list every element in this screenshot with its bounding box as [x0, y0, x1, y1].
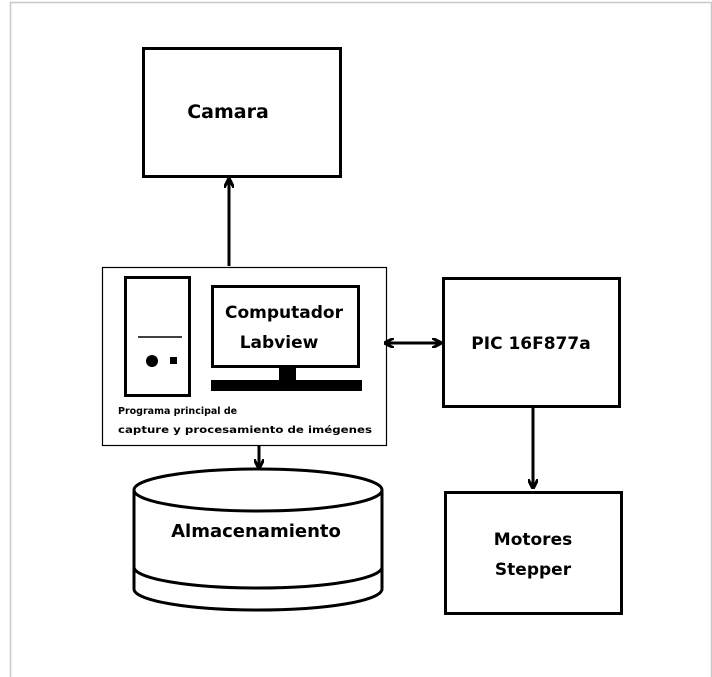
motores-label-line-2: Stepper	[495, 560, 572, 580]
camara-box	[142, 47, 342, 178]
storage-cylinder-top	[132, 467, 384, 513]
monitor-text-line-2: Labview	[240, 333, 319, 353]
motores-label-line-1: Motores	[494, 530, 572, 550]
pic-box	[442, 277, 621, 408]
motores-box	[444, 491, 623, 615]
computer-caption-line-1: Programa principal de	[118, 406, 237, 417]
monitor-icon	[211, 285, 362, 391]
pic-node: PIC 16F877a	[442, 277, 621, 408]
motores-node: Motores Stepper	[444, 491, 623, 615]
computador-node: Computador Labview Programa principal de…	[101, 266, 388, 447]
pc-tower-icon	[124, 276, 191, 397]
pic-label: PIC 16F877a	[471, 334, 590, 354]
camara-node: Camara	[142, 47, 342, 178]
computer-caption-line-2: capture y procesamiento de imégenes	[118, 425, 372, 436]
almacenamiento-node: Almacenamiento	[132, 467, 384, 612]
camara-label: Camara	[187, 101, 269, 123]
almacenamiento-label: Almacenamiento	[171, 521, 341, 542]
monitor-text-line-1: Computador	[225, 303, 344, 323]
storage-cylinder-ring	[132, 566, 384, 590]
storage-cylinder-body	[132, 490, 384, 612]
